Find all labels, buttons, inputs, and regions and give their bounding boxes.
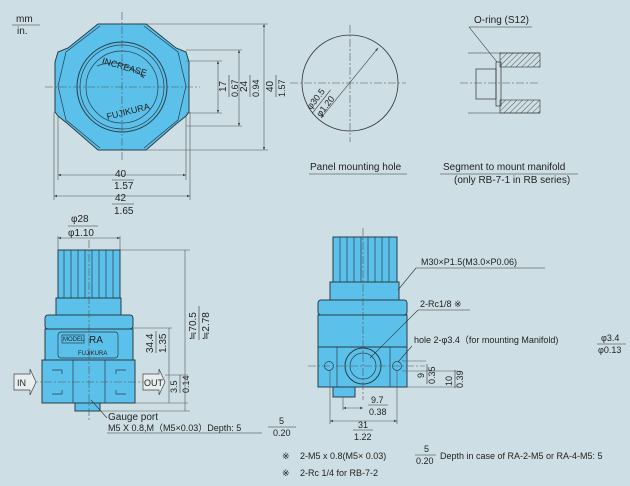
top-view: INCREASE FUJIKURA <box>45 12 200 162</box>
panel-hole-caption: Panel mounting hole <box>310 162 402 173</box>
notes-1-mark: ※ <box>282 468 290 478</box>
oring-label: O-ring (S12) <box>474 15 529 26</box>
side_view-dia_in: φ1.10 <box>68 228 94 239</box>
in-arrow: IN <box>13 368 37 396</box>
unit-in: in. <box>17 26 28 37</box>
side-view: MODEL RA FUJIKURA IN OUT <box>13 240 166 420</box>
units-legend: mm in. <box>12 14 40 37</box>
side_view-out: OUT <box>144 378 164 388</box>
gauge-port-spec: M5 X 0.8,M（M5×0.03）Depth: 5 <box>108 423 241 433</box>
top_view-dim_40v-in: 1.57 <box>277 79 287 97</box>
model-ra: RA <box>89 335 103 346</box>
port-spec: 2-Rc1/8 ※ <box>420 299 462 309</box>
notes-0-depth_in: 0.20 <box>416 456 434 466</box>
side_view-dim_34-mm: 34.4 <box>145 333 156 353</box>
front_view-dim_10-mm: 10 <box>444 376 454 386</box>
top_view-dim_42-mm: 42 <box>115 193 127 204</box>
note-rc: 2-Rc 1/4 for RB-7-2 <box>300 468 378 478</box>
manifold-caption-note: (only RB-7-1 in RB series) <box>454 175 570 186</box>
panel-mounting-hole: φ30.5φ1.20 Panel mounting hole <box>290 25 407 175</box>
side_view-gauge_depth-mm: 5 <box>279 416 284 426</box>
top_view-dim_17-in: 0.67 <box>230 79 240 97</box>
front_view-dim_31-mm: 31 <box>358 420 368 430</box>
top_view-dim_17-mm: 17 <box>218 80 229 92</box>
front_view-hole_dim-mm: φ3.4 <box>601 333 619 343</box>
notes: ※ 2-M5 x 0.8(M5× 0.03) 5 0.20 Depth in ca… <box>282 444 603 478</box>
note-depth: Depth in case of RA-2-M5 or RA-4-M5: 5 <box>440 451 603 461</box>
top_view-dim_40h-in: 1.57 <box>114 181 134 192</box>
side_view-in: IN <box>17 378 26 388</box>
front_view-dim_9-in: 0.35 <box>427 366 437 384</box>
gauge-port-title: Gauge port <box>108 412 158 423</box>
manifold-segment: O-ring (S12) Segment to mount manifold (… <box>440 15 578 186</box>
hole-spec: hole 2-φ3.4（for mounting Manifold) <box>414 335 558 345</box>
side_view-height_mm: ≒70.5 <box>188 312 199 340</box>
front-view-annotations: M30×P1.5(M3.0×P0.06) 2-Rc1/8 ※ hole 2-φ3… <box>329 257 626 442</box>
side_view-dim_3-mm: 3.5 <box>169 380 179 393</box>
front_view-dim_31-in: 1.22 <box>354 432 372 442</box>
front_view-hole_dim-in: φ0.13 <box>598 345 621 355</box>
side_view-height_in: ≒2.78 <box>201 312 212 340</box>
notes-0-depth_mm: 5 <box>424 444 429 454</box>
side_view-label_brand: FUJIKURA <box>78 351 107 357</box>
top_view-dim_42-in: 1.65 <box>114 206 134 217</box>
notes-0-mark: ※ <box>282 451 290 461</box>
top_view-dim_24-in: 0.94 <box>251 79 261 97</box>
model-label: MODEL <box>63 337 85 343</box>
front_view-dim_9-mm: 9 <box>416 373 426 378</box>
unit-mm: mm <box>16 14 33 25</box>
front_view-dim_97-in: 0.38 <box>369 407 387 417</box>
out-arrow: OUT <box>142 368 166 396</box>
top_view-dim_40v-mm: 40 <box>265 80 276 92</box>
thread-spec: M30×P1.5(M3.0×P0.06) <box>421 257 517 267</box>
manifold-caption: Segment to mount manifold <box>443 162 565 173</box>
note-m5: 2-M5 x 0.8(M5× 0.03) <box>300 451 386 461</box>
side_view-dim_3-in: 0.14 <box>181 375 191 393</box>
top_view-dim_24-mm: 24 <box>239 80 250 92</box>
front-view <box>308 228 425 400</box>
front_view-dim_10-in: 0.39 <box>455 370 465 388</box>
top_view-dim_40h-mm: 40 <box>115 169 127 180</box>
side_view-gauge_depth-in: 0.20 <box>273 428 291 438</box>
side_view-dim_34-in: 1.35 <box>158 333 169 353</box>
side_view-dia_mm: φ28 <box>71 214 89 225</box>
front_view-dim_97-mm: 9.7 <box>371 395 384 405</box>
